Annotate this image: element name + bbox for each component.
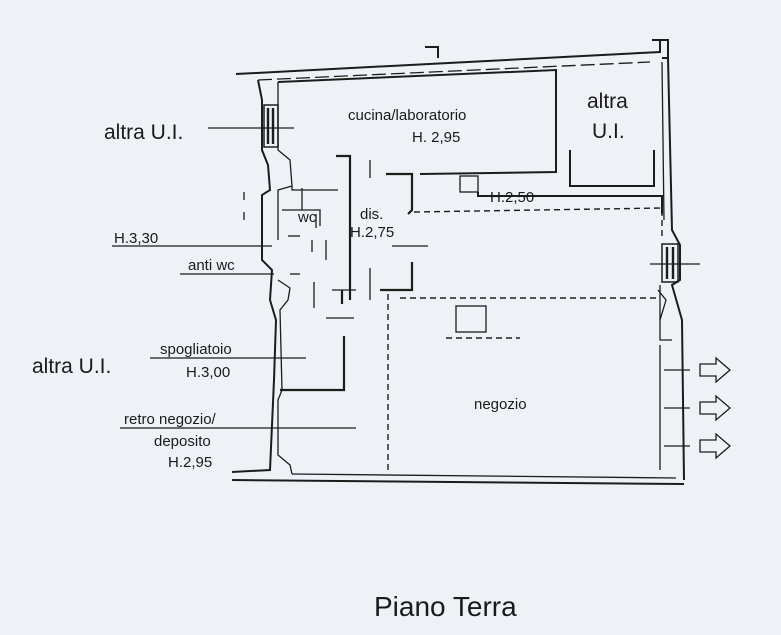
label-dis-height: H.2,75 (350, 224, 394, 241)
arrow-icon (699, 394, 731, 422)
arrow-icon (699, 356, 731, 384)
label-ui-top-right: U.I. (592, 120, 625, 143)
label-cucina-height: H. 2,95 (412, 129, 460, 146)
partitions-spogliatoio (280, 336, 346, 392)
label-retro-height: H.2,95 (168, 454, 212, 471)
label-cucina: cucina/laboratorio (348, 107, 466, 124)
label-wc: wc (297, 209, 317, 226)
label-dis: dis. (360, 206, 383, 223)
label-negozio: negozio (474, 396, 527, 413)
room-cucina (277, 68, 557, 191)
partitions-center (243, 154, 428, 319)
arrow-icon (699, 432, 731, 460)
leader-lines (112, 245, 356, 429)
facade-ticks (664, 369, 690, 447)
label-altra-ui-top-left: altra U.I. (104, 121, 183, 144)
label-altra-ui-left: altra U.I. (32, 355, 111, 378)
label-anti-wc: anti wc (188, 257, 235, 274)
room-negozio (387, 294, 661, 470)
label-h250: H.2,50 (490, 189, 534, 206)
label-altra-top-right: altra (587, 90, 628, 113)
entrance-arrows (699, 356, 731, 460)
label-retro: retro negozio/ (124, 411, 217, 428)
label-h330: H.3,30 (114, 230, 158, 247)
room-altra-ui-top-right (569, 150, 655, 187)
label-deposito: deposito (154, 433, 211, 450)
corridor-h250 (413, 175, 663, 240)
wall-section-right (650, 243, 700, 283)
floor-title: Piano Terra (374, 591, 517, 622)
label-spogliatoio: spogliatoio (160, 341, 232, 358)
wall-section-left (208, 104, 294, 148)
label-spogliatoio-height: H.3,00 (186, 364, 230, 381)
